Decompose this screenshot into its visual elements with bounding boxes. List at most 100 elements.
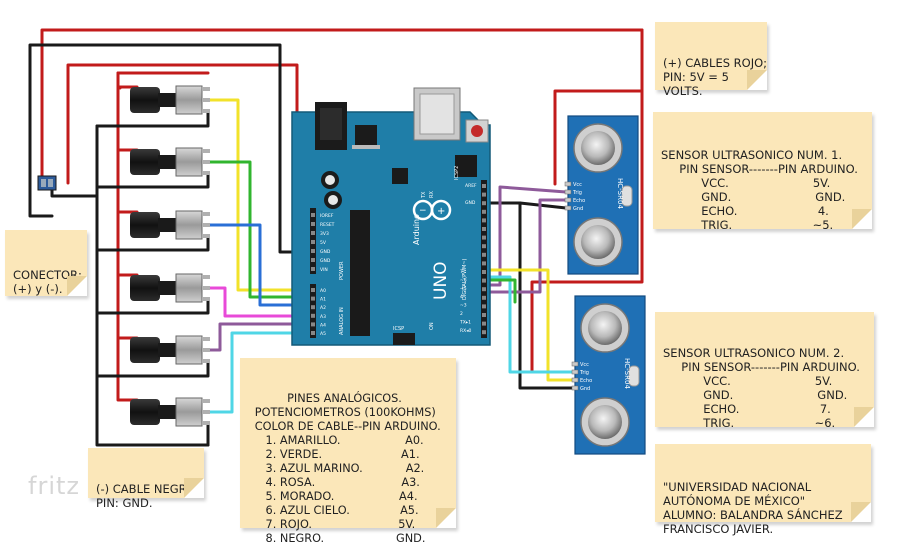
digital-pin-label: 2 [460,311,463,317]
analog-pin-label: A4 [320,322,326,328]
pot-knob [130,337,160,363]
digital-pin-label: ~3 [460,303,467,309]
pot-knob [130,399,160,425]
wire-black-sensor2 [485,201,575,390]
model-label: UNO [431,261,451,300]
pot-body [175,397,203,427]
digital-label: DIGITAL (PWM~) [462,258,468,300]
digital-header: AREF GND 7 ~6 ~5 4 ~3 2TX▸1RX◂0 [459,180,487,338]
pot-body [175,85,203,115]
wire-yellow-d7 [485,268,575,382]
brand-label: Arduino [412,214,421,245]
sensor-pin-label: Vcc [580,362,589,368]
note-sensor-2-text: SENSOR ULTRASONICO NUM. 2. PIN SENSOR---… [663,346,860,430]
note-cable-negro-text: (-) CABLE NEGRO; PIN: GND. [96,482,200,510]
sensor-pin-label: Vcc [573,182,582,188]
digital-pin-label: ~6 [460,277,467,283]
icsp-label: ICSP [393,326,404,332]
potentiometer-2[interactable] [130,147,210,177]
pot-body [175,147,203,177]
connector[interactable] [37,175,57,191]
arduino-logo: − + [412,199,452,221]
digital-pin-label: AREF [465,183,477,189]
wire-pink [206,286,314,318]
rx-label: RX [429,191,435,198]
potentiometer-1[interactable] [130,85,210,115]
transducer-mesh [588,311,622,345]
analog-pin-label: A1 [320,297,326,303]
pot-knob [130,149,160,175]
circuit-diagram: − + Arduino UNO ICSP ON ICSP2 TX RX POWE… [28,28,646,455]
digital-pin-label: TX▸1 [459,319,471,325]
pot-knob [130,212,160,238]
power-pin-label: VIN [320,267,328,273]
note-sensor-1: SENSOR ULTRASONICO NUM. 1. PIN SENSOR---… [653,112,872,232]
note-cable-negro: (-) CABLE NEGRO; PIN: GND. [88,448,204,510]
transducer-mesh [581,131,615,165]
power-pin-label: 3V3 [320,231,329,237]
fritzing-watermark: fritz [28,472,80,500]
power-pin-label: GND [320,249,331,255]
sensor-pin-label: Trig [572,190,582,196]
svg-text:+: + [437,206,445,217]
wire-cyan [206,331,314,414]
note-unam-text: "UNIVERSIDAD NACIONAL AUTÓNOMA DE MÉXICO… [663,480,843,536]
icsp2-label: ICSP2 [454,166,460,180]
atmega-chip [350,210,370,336]
reset-icon [471,125,483,137]
potentiometer-6[interactable] [130,397,210,427]
sensor-pin-label: Echo [580,378,592,384]
pot-body [175,335,203,365]
sensor-pin-label: Gnd [573,206,583,212]
power-pin-label: GND [320,258,331,264]
note-unam: "UNIVERSIDAD NACIONAL AUTÓNOMA DE MÉXICO… [655,444,871,536]
note-pines-analogicos: PINES ANALÓGICOS. POTENCIOMETROS (100KOH… [240,358,456,545]
digital-pin-label: 7 [460,269,463,275]
sensor-pin-label: Echo [573,198,585,204]
wire-black-pot-h2 [95,173,210,189]
icsp-header [393,333,415,345]
digital-pin-label: GND [465,200,476,206]
sensor-pin-label: Trig [579,370,589,376]
digital-pin-label: ~5 [460,286,467,292]
transducer-mesh [588,405,622,439]
transducer-mesh [581,225,615,259]
analog-pin-label: A0 [320,288,326,294]
power-label: POWER [339,261,345,280]
wire-purple [206,322,314,352]
wire-black-pot-h4 [95,298,210,315]
wire-black-pot-h1 [95,110,210,128]
potentiometer-5[interactable] [130,335,210,365]
digital-pin-label: RX◂0 [460,328,471,334]
arduino-uno[interactable]: − + Arduino UNO ICSP ON ICSP2 TX RX POWE… [291,87,491,346]
on-label: ON [429,322,435,330]
digital-pin-label: 4 [460,294,463,300]
pot-body [175,210,203,240]
svg-text:−: − [419,206,427,216]
wire-black-outer [28,43,314,254]
power-pin-label: RESET [320,222,335,228]
pot-knob [130,275,160,301]
note-cables-rojo: (+) CABLES ROJO; PIN: 5V = 5 VOLTS. [655,22,767,98]
tx-label: TX [421,191,427,199]
wire-black-pot-vertical [95,124,210,447]
sensor-pin-label: Gnd [580,386,590,392]
wire-cyan-d6 [485,275,575,374]
wire-black-pot-h3 [95,235,210,252]
power-pin-label: IOREF [320,213,334,219]
note-sensor-1-text: SENSOR ULTRASONICO NUM. 1. PIN SENSOR---… [661,148,858,232]
note-conector: CONECTOR; (+) y (-). [5,230,87,296]
potentiometer-4[interactable] [130,273,210,303]
note-conector-text: CONECTOR; (+) y (-). [13,268,82,296]
wire-green [206,160,314,299]
potentiometer-3[interactable] [130,210,210,240]
note-cables-rojo-text: (+) CABLES ROJO; PIN: 5V = 5 VOLTS. [663,56,768,98]
pot-body [175,273,203,303]
wire-yellow [206,98,314,292]
voltage-regulator [355,125,377,145]
analog-pin-label: A5 [320,331,326,337]
analog-pin-label: A2 [320,305,326,311]
